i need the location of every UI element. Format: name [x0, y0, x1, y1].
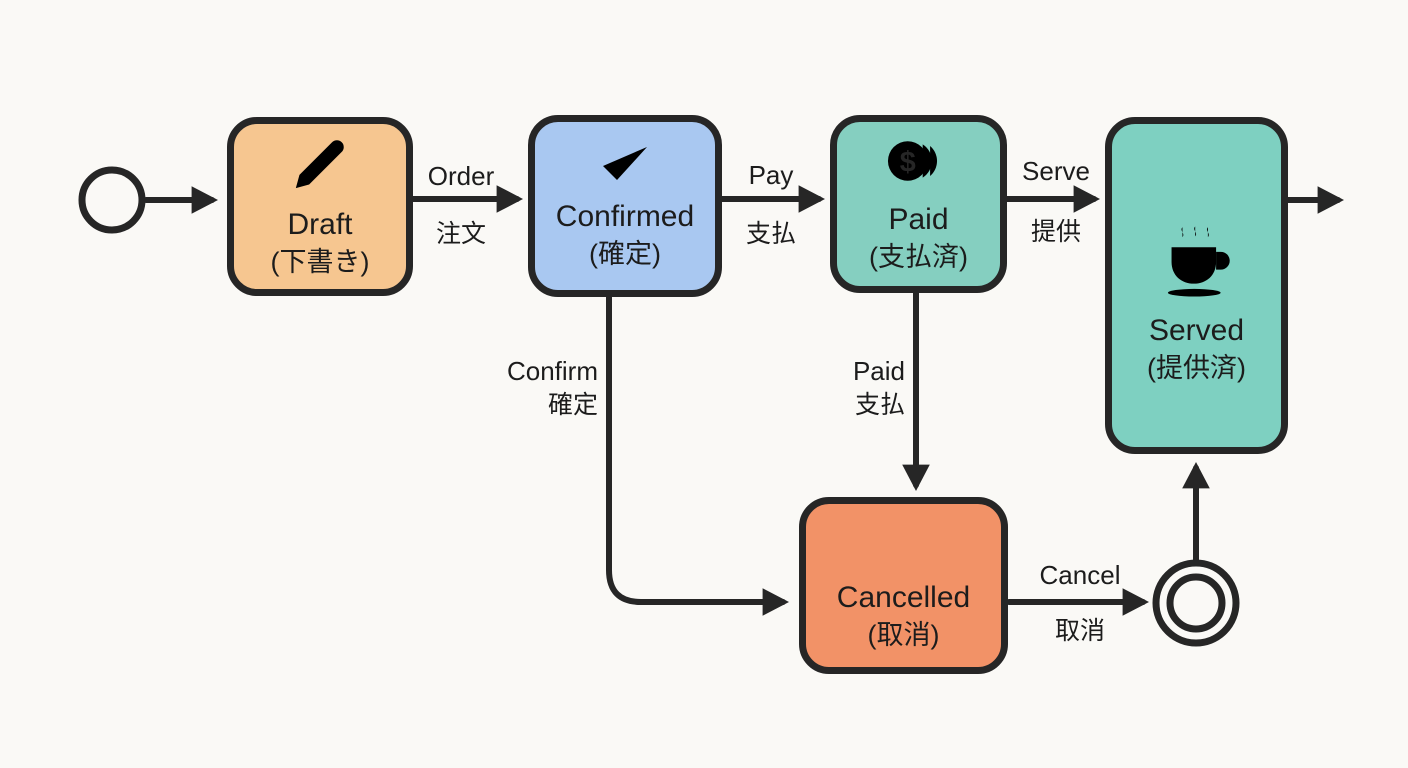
edge-label-confirm: Confirm 確定	[507, 356, 598, 420]
state-label-ja: (下書き)	[270, 246, 370, 277]
transition-label: Paid	[852, 356, 905, 386]
state-label-ja: (提供済)	[1147, 352, 1246, 383]
edge-label-order: Order 注文	[401, 161, 521, 249]
end-node	[1152, 559, 1240, 647]
coffee-cup-icon	[1157, 221, 1237, 304]
transition-label-ja: 提供	[1030, 218, 1081, 246]
coins-icon: $	[882, 134, 956, 193]
transition-label: Order	[427, 161, 495, 191]
state-label-ja: (支払済)	[869, 242, 968, 272]
state-label: Served	[1148, 313, 1245, 347]
transition-label: Confirm	[506, 356, 598, 386]
state-label-ja: (確定)	[589, 239, 661, 269]
state-cancelled: Cancelled (取消)	[799, 497, 1008, 674]
edge-label-pay: Pay 支払	[711, 160, 831, 249]
pencil-icon	[291, 135, 349, 198]
transition-label-ja: 確定	[547, 391, 598, 419]
transition-label-ja: 支払	[854, 391, 905, 419]
edge-label-paid: Paid 支払	[853, 356, 905, 420]
state-paid: $ Paid (支払済)	[830, 115, 1007, 293]
state-label: Paid	[888, 203, 949, 236]
x-icon	[878, 520, 930, 571]
transition-label-ja: 取消	[1054, 617, 1105, 645]
transition-label-ja: 注文	[435, 220, 486, 248]
state-label-ja: (取消)	[867, 619, 940, 650]
state-confirmed: Confirmed (確定)	[528, 115, 722, 297]
connector-confirmed-cancelled	[606, 291, 789, 616]
transition-label: Pay	[748, 160, 794, 190]
check-icon	[596, 141, 654, 190]
state-served: Served (提供済)	[1105, 117, 1288, 454]
transition-label: Cancel	[1039, 560, 1121, 590]
edge-label-cancel: Cancel 取消	[1019, 560, 1141, 646]
state-label: Cancelled	[836, 580, 971, 614]
svg-text:$: $	[899, 146, 915, 178]
state-label: Draft	[287, 207, 353, 241]
transition-label: Serve	[1022, 156, 1090, 186]
state-label: Confirmed	[555, 200, 695, 233]
transition-label-ja: 支払	[745, 220, 796, 248]
start-node	[78, 166, 146, 234]
state-draft: Draft (下書き)	[227, 117, 413, 296]
edge-label-serve: Serve 提供	[996, 156, 1116, 247]
